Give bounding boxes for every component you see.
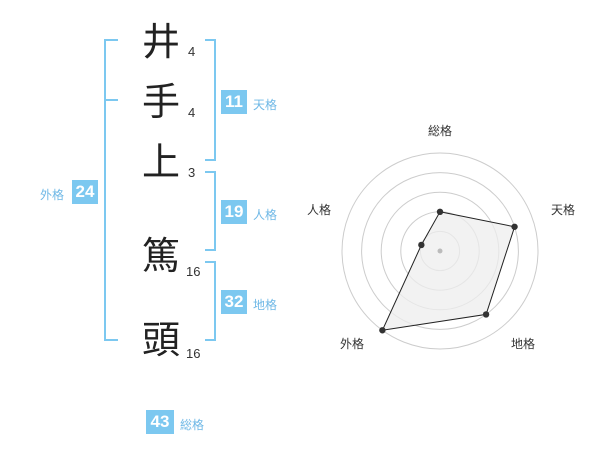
- tenkaku-bracket: [205, 39, 216, 161]
- name-char-1: 井: [142, 20, 181, 64]
- tenkaku-label: 天格: [253, 98, 278, 112]
- gaikaku-bracket: [104, 39, 118, 341]
- radar-point-4: [418, 241, 425, 249]
- chikaku-label: 地格: [253, 298, 278, 312]
- chikaku-badge: 32: [221, 290, 247, 314]
- radar-label-soukaku: 総格: [428, 124, 453, 138]
- stroke-count-5: 16: [186, 346, 201, 361]
- tenkaku-badge: 11: [221, 90, 247, 114]
- radar-label-tenkaku: 天格: [551, 203, 576, 217]
- stroke-count-1: 4: [188, 44, 196, 59]
- name-char-5: 頭: [142, 318, 181, 362]
- stroke-count-4: 16: [186, 264, 201, 279]
- gaikaku-label: 外格: [40, 188, 65, 202]
- name-char-3: 上: [142, 140, 181, 184]
- soukaku-label: 総格: [180, 418, 205, 432]
- jinkaku-label: 人格: [253, 208, 278, 222]
- radar-label-chikaku: 地格: [511, 337, 536, 351]
- stroke-count-3: 3: [188, 165, 196, 180]
- gaikaku-badge: 24: [72, 180, 98, 204]
- radar-polygon: [381, 211, 516, 331]
- name-char-2: 手: [142, 80, 181, 124]
- radar-ring-4: [361, 172, 519, 330]
- radar-point-3: [379, 327, 386, 334]
- radar-point-1: [511, 223, 518, 230]
- chikaku-bracket: [205, 261, 216, 341]
- jinkaku-badge: 19: [221, 200, 247, 224]
- stroke-count-2: 4: [188, 105, 196, 120]
- radar-ring-5: [341, 152, 539, 350]
- jinkaku-bracket: [205, 171, 216, 251]
- soukaku-badge: 43: [146, 410, 174, 434]
- name-char-4: 篤: [142, 234, 181, 278]
- radar-point-0: [436, 208, 444, 215]
- radar-label-gaikaku: 外格: [340, 337, 365, 351]
- radar-center-dot: [437, 248, 443, 254]
- radar-label-jinkaku: 人格: [307, 203, 332, 217]
- radar-point-2: [482, 311, 490, 318]
